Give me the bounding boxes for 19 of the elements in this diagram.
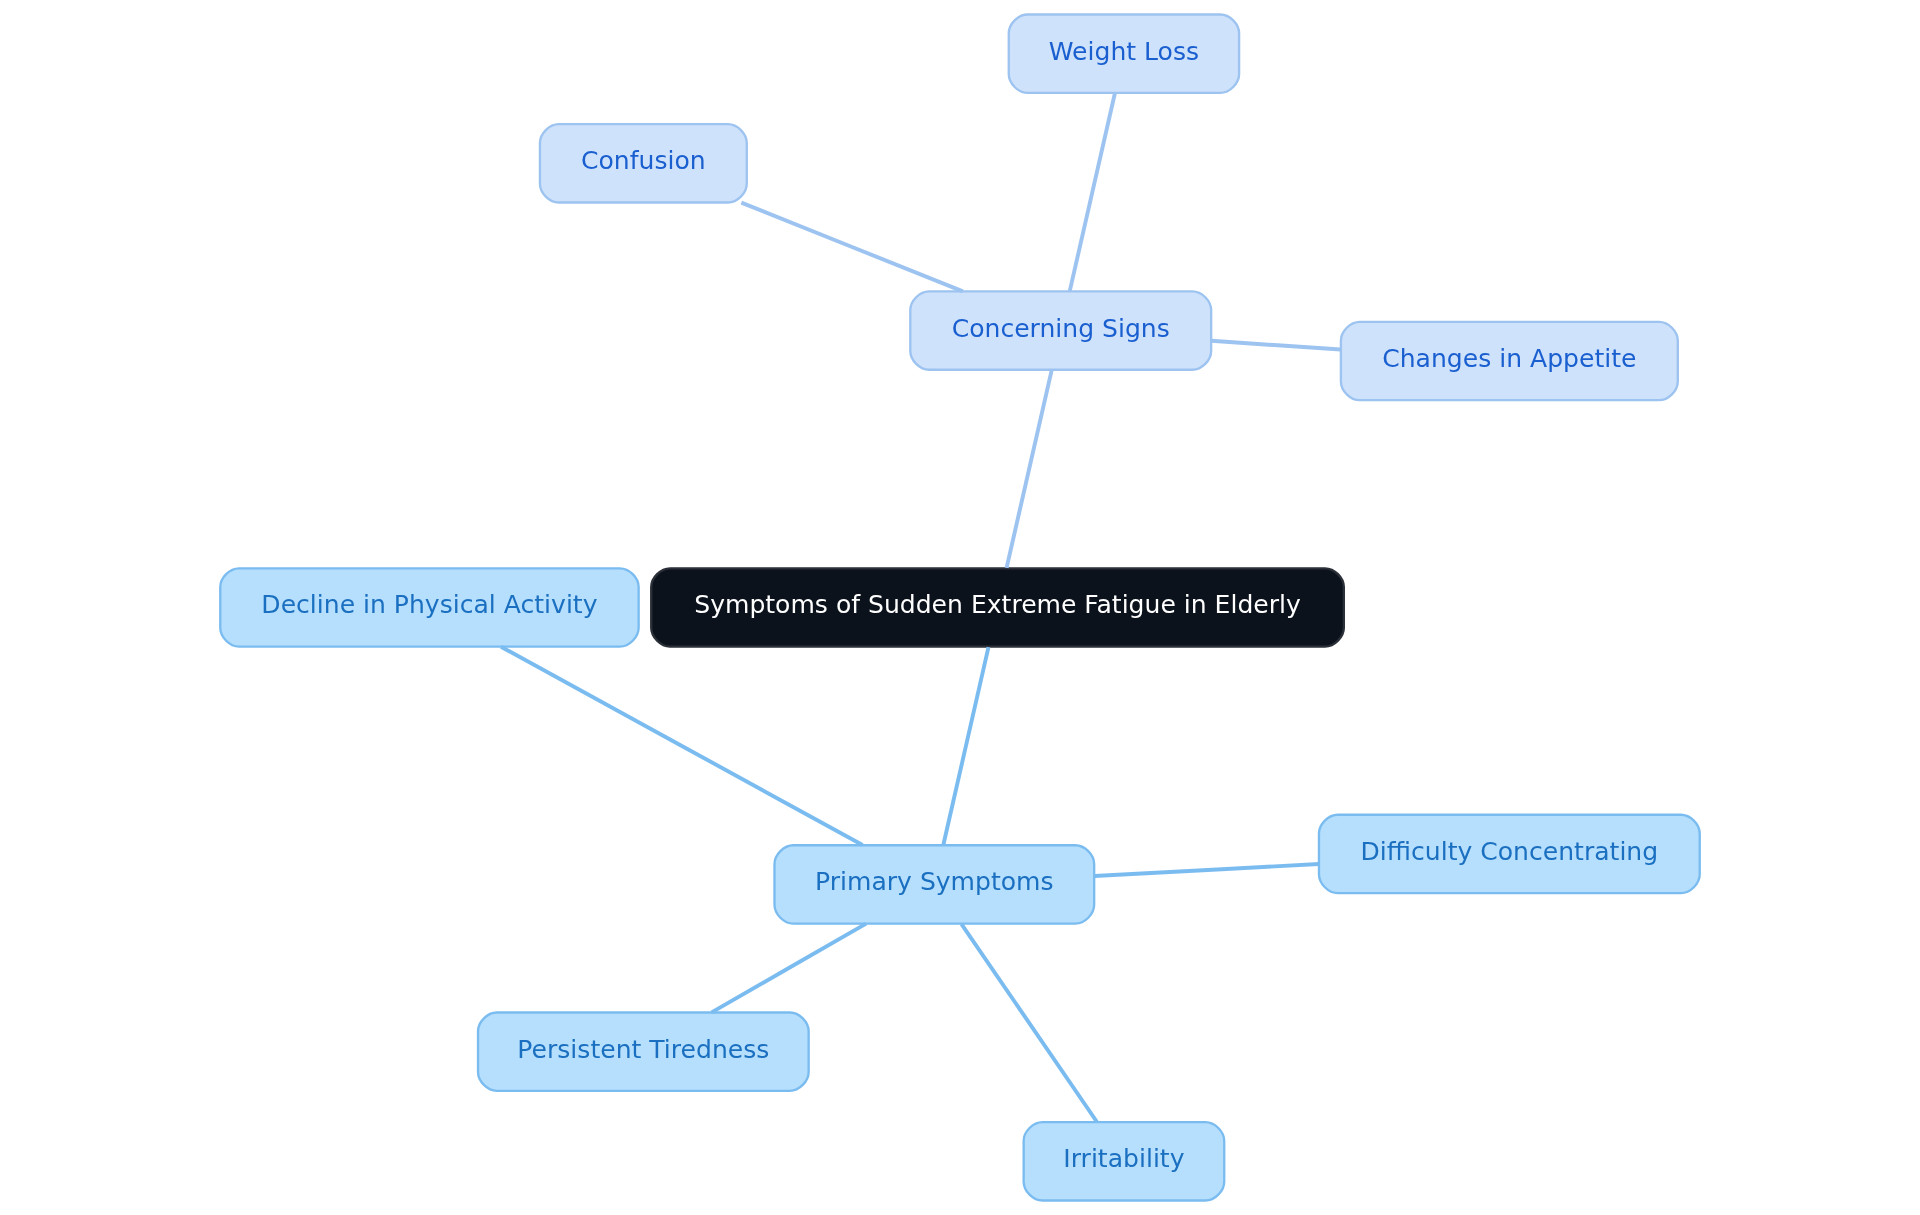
connector [1004, 369, 1054, 569]
connector [500, 645, 864, 847]
connector [941, 646, 991, 846]
node-box: Changes in Appetite [1339, 320, 1679, 402]
node-box: Confusion [538, 123, 748, 204]
connector [1094, 862, 1320, 878]
connector [710, 921, 868, 1015]
node-box: Symptoms of Sudden Extreme Fatigue in Elderly [650, 567, 1345, 648]
node-box: Irritability [1022, 1121, 1226, 1202]
node-box: Persistent Tiredness [476, 1011, 810, 1092]
node-box: Primary Symptoms [773, 844, 1096, 925]
node-box: Decline in Physical Activity [219, 567, 640, 648]
connector [1211, 338, 1341, 352]
node-box: Concerning Signs [909, 290, 1213, 371]
node-box: Weight Loss [1007, 13, 1241, 94]
node-box: Difficulty Concentrating [1317, 813, 1701, 895]
connector [959, 923, 1099, 1123]
connector [740, 200, 964, 294]
connector [1067, 92, 1117, 292]
